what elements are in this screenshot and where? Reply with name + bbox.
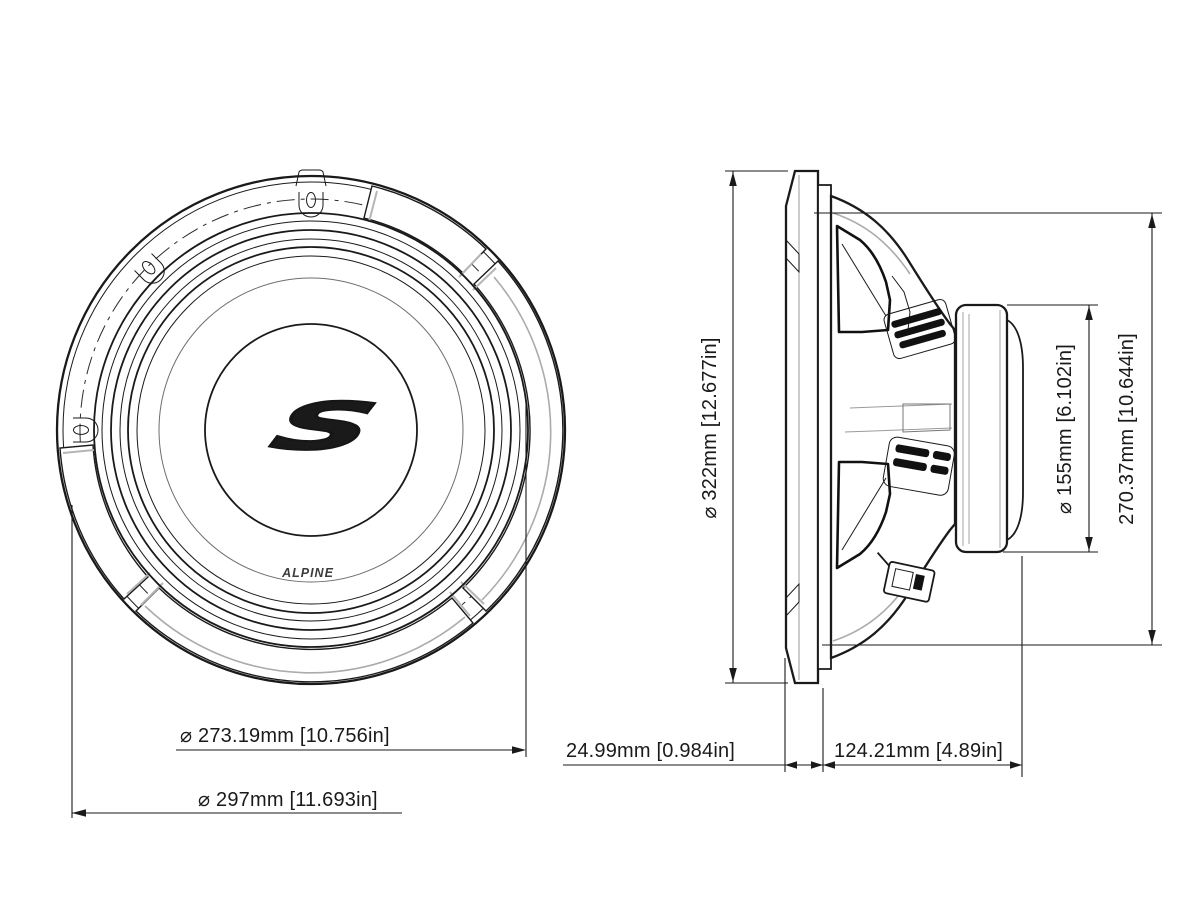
mounting-tab <box>295 169 327 187</box>
gasket-segment <box>462 259 564 612</box>
gasket-segments <box>59 185 564 683</box>
dim-label-magnet-diameter: ⌀ 155mm [6.102in] <box>1054 344 1076 514</box>
dim-label-mounting-depth: 124.21mm [4.89in] <box>834 740 1003 762</box>
window-diagonal <box>841 243 887 317</box>
surround-outer-ring <box>93 212 529 648</box>
magnet-back-plate <box>1006 318 1024 542</box>
gasket-bevels <box>62 190 497 617</box>
basket-window-upper <box>835 224 892 334</box>
arrowhead <box>1148 630 1156 644</box>
cone-ring <box>158 277 464 583</box>
arrowhead <box>811 761 823 769</box>
window-diagonal <box>841 477 887 551</box>
terminal-block <box>876 552 936 603</box>
type-s-logo: S <box>260 388 389 466</box>
arrowhead <box>1085 537 1093 551</box>
basket-shading <box>832 212 911 275</box>
flange-outer-edge <box>55 174 567 686</box>
magnet <box>954 303 1009 554</box>
side-view-dimensions: ⌀ 322mm [12.677in] 270.37mm [10.644in] ⌀… <box>563 170 1162 777</box>
front-view-dimensions: ⌀ 273.19mm [10.756in] ⌀ 297mm [11.693in] <box>71 400 527 818</box>
spider-line <box>849 403 953 409</box>
arrowhead <box>1148 214 1156 228</box>
spider-line <box>844 427 953 433</box>
cone-edge-ring <box>136 255 486 605</box>
arrowhead <box>729 668 737 682</box>
arrowhead <box>729 172 737 186</box>
dust-cap <box>204 323 418 537</box>
screw-slot-left <box>73 417 99 443</box>
arrowhead <box>512 746 526 754</box>
arrowhead <box>72 809 86 817</box>
arrowhead <box>785 761 797 769</box>
surround-ring <box>119 238 503 622</box>
screw-slot-upper-left <box>134 253 165 284</box>
surround-ring <box>110 229 512 631</box>
frame-arm <box>902 403 951 433</box>
surround-ring <box>127 246 495 614</box>
dim-label-flange-depth: 24.99mm [0.984in] <box>566 740 735 762</box>
gasket-seam-top <box>785 238 800 274</box>
dim-label-basket-diameter: 270.37mm [10.644in] <box>1116 333 1138 525</box>
type-s-logo-glyph: S <box>261 389 387 465</box>
gasket-segment <box>135 587 474 683</box>
dim-label-gasket-diameter: ⌀ 297mm [11.693in] <box>198 789 378 811</box>
segment-accent-arc <box>144 605 466 674</box>
basket-window-lower <box>835 460 892 570</box>
gasket-seam-bottom <box>785 582 800 618</box>
dim-label-surround-diameter: ⌀ 273.19mm [10.756in] <box>180 725 390 747</box>
arrowhead <box>1085 306 1093 320</box>
flange-plate <box>784 169 820 685</box>
dim-label-overall-diameter: ⌀ 322mm [12.677in] <box>699 337 721 518</box>
gasket-segment <box>59 444 149 600</box>
arrowhead <box>1010 761 1022 769</box>
surround-ring <box>101 220 521 640</box>
front-view: S ALPINE <box>55 169 567 686</box>
alpine-logo: ALPINE <box>281 566 334 580</box>
screw-slot-top <box>298 192 324 218</box>
vent-upper <box>883 299 956 360</box>
side-view <box>784 169 1024 685</box>
vent-lower <box>882 436 955 496</box>
segment-accent-arc <box>481 276 552 601</box>
basket-rim <box>817 184 832 670</box>
arrowhead <box>823 761 835 769</box>
